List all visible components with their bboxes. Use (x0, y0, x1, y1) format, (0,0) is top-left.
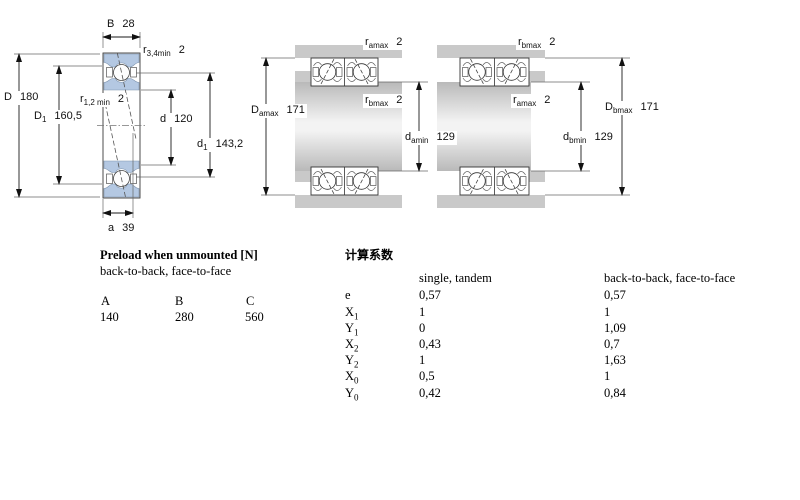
preload-col-B: B (175, 294, 184, 308)
inner-ring-top (103, 78, 140, 91)
cage (106, 173, 113, 184)
outer-ring-top (103, 53, 140, 68)
arrangement-diagram-b (437, 45, 630, 208)
preload-value-B: 280 (175, 310, 194, 324)
dimension-lines (578, 57, 625, 196)
arrangement-diagram-a (261, 45, 428, 208)
contact-angle-line (104, 103, 127, 199)
factor-row-label: e (345, 288, 351, 302)
dimension-lines (16, 34, 213, 216)
cage (130, 67, 137, 78)
outer-ring-bottom (103, 183, 140, 198)
factor-row-label: Y1 (345, 321, 359, 338)
preload-subtitle: back-to-back, face-to-face (100, 264, 232, 278)
factor-value: 0,57 (604, 288, 626, 302)
factor-row-label: Y0 (345, 386, 359, 403)
contact-angle-lines (320, 58, 369, 195)
cage (106, 67, 113, 78)
housing-band (295, 195, 402, 208)
factor-value: 1,09 (604, 321, 626, 335)
technical-drawing (14, 32, 630, 218)
factor-value: 0,43 (419, 337, 441, 351)
factor-value: 1 (604, 305, 611, 319)
factor-value: 0,7 (604, 337, 620, 351)
factor-value: 1 (419, 305, 426, 319)
cages (312, 67, 377, 186)
cross-section-diagram (14, 32, 215, 218)
contact-angle-lines (470, 58, 519, 195)
factor-value: 0,57 (419, 288, 441, 302)
preload-col-C: C (246, 294, 255, 308)
preload-col-A: A (101, 294, 111, 308)
shoulder (529, 171, 545, 182)
preload-value-A: 140 (100, 310, 119, 324)
cage (130, 173, 137, 184)
raceway-contours (313, 171, 376, 191)
factor-value: 1 (604, 369, 611, 383)
housing-band (437, 195, 545, 208)
factor-value: 0,5 (419, 369, 435, 383)
factor-row-label: X0 (345, 369, 359, 386)
factor-value: 1 (419, 353, 426, 367)
factor-value: 0,42 (419, 386, 441, 400)
factor-value: 1,63 (604, 353, 626, 367)
shoulder (295, 171, 311, 182)
contact-angle-line (116, 52, 137, 141)
shoulder (529, 71, 545, 82)
shoulder (295, 71, 311, 82)
inner-ring-bottom (103, 160, 140, 173)
factor-row-label: X1 (345, 305, 359, 322)
extension-lines (531, 57, 630, 196)
factor-row-label: X2 (345, 337, 359, 354)
preload-title: Preload when unmounted [N] (100, 248, 258, 262)
dimension-lines (263, 57, 422, 196)
raceway-contours (313, 62, 376, 82)
factor-value: 0,84 (604, 386, 626, 400)
cages (462, 67, 527, 186)
factor-value: 0 (419, 321, 426, 335)
factor-row-label: Y2 (345, 353, 359, 370)
factors-col2-header: back-to-back, face-to-face (604, 271, 736, 285)
factors-title: 计算系数 (345, 248, 394, 262)
factors-col1-header: single, tandem (419, 271, 492, 285)
preload-value-C: 560 (245, 310, 264, 324)
raceway-contours (462, 62, 526, 82)
raceway-contours (462, 171, 526, 191)
